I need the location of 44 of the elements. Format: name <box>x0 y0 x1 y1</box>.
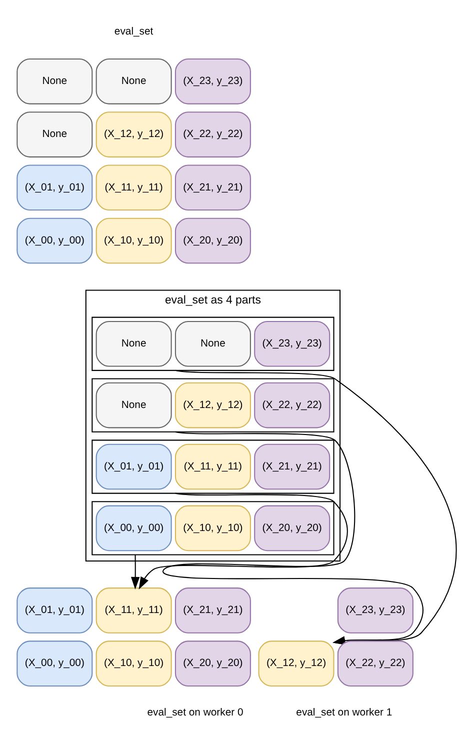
node-box: (X_20, y_20) <box>174 217 251 264</box>
node-box: (X_12, y_12) <box>96 111 172 157</box>
node-box: (X_21, y_21) <box>174 164 251 210</box>
cluster <box>92 378 334 432</box>
cluster <box>92 500 334 555</box>
node-box: (X_23, y_23) <box>337 587 414 633</box>
node-box: (X_00, y_00) <box>16 640 93 686</box>
node-box: None <box>16 111 93 157</box>
cluster <box>92 316 334 370</box>
node-box: (X_11, y_11) <box>96 164 172 210</box>
node-box: (X_01, y_01) <box>16 587 93 633</box>
node-box: None <box>16 58 93 104</box>
node-box: (X_23, y_23) <box>174 58 251 104</box>
arrow <box>138 492 348 589</box>
node-box: None <box>96 58 172 104</box>
node-box: (X_10, y_10) <box>96 640 172 686</box>
node-box: (X_12, y_12) <box>258 640 334 686</box>
node-box: (X_12, y_12) <box>174 382 251 428</box>
node-box: (X_20, y_20) <box>254 504 330 551</box>
node-box: (X_10, y_10) <box>174 504 251 551</box>
label: eval_set <box>114 26 154 38</box>
node-box: (X_21, y_21) <box>174 587 251 633</box>
node-box: (X_20, y_20) <box>174 640 251 686</box>
node-box: None <box>174 320 251 366</box>
arrow <box>163 430 424 644</box>
arrow <box>130 554 140 589</box>
arrow <box>175 369 456 644</box>
node-box: (X_21, y_21) <box>254 443 330 490</box>
node-box: (X_11, y_11) <box>174 443 251 490</box>
node-box: (X_10, y_10) <box>96 217 172 264</box>
cluster <box>92 439 334 494</box>
node-box: (X_00, y_00) <box>16 217 93 264</box>
node-box: (X_11, y_11) <box>96 587 172 633</box>
node-box: (X_22, y_22) <box>254 382 330 428</box>
node-box: None <box>96 382 172 428</box>
node-box: (X_00, y_00) <box>96 504 172 551</box>
node-box: (X_22, y_22) <box>174 111 251 157</box>
label: eval_set on worker 1 <box>296 707 392 718</box>
label: eval_set on worker 0 <box>147 707 244 718</box>
node-box: (X_22, y_22) <box>337 640 414 686</box>
node-box: None <box>96 320 172 366</box>
node-box: (X_01, y_01) <box>16 164 93 210</box>
node-box: (X_23, y_23) <box>254 320 330 366</box>
node-box: (X_01, y_01) <box>96 443 172 490</box>
